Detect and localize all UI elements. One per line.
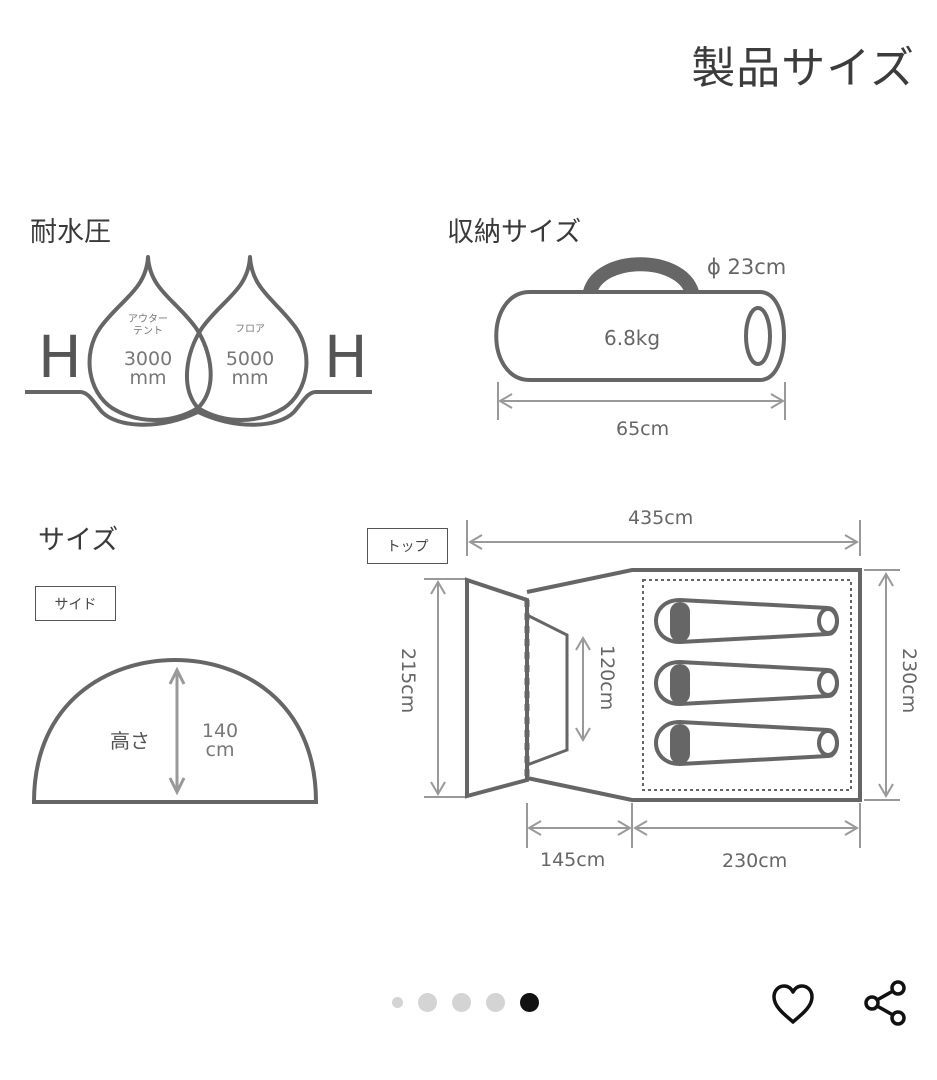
height-label: 高さ <box>110 729 150 753</box>
h-mark-right: H <box>324 323 368 391</box>
side-tag: サイド <box>35 586 116 621</box>
storage-weight: 6.8kg <box>604 326 661 350</box>
water-drops-graphic <box>25 255 372 427</box>
outer-tent-unit: mm <box>129 367 167 389</box>
carousel-dot-4[interactable] <box>486 992 505 1012</box>
outer-tent-label-line1: アウター <box>128 314 168 325</box>
carousel-dot-3[interactable] <box>452 992 471 1012</box>
floor-label: フロア <box>235 324 265 335</box>
storage-length: 65cm <box>616 418 670 440</box>
height-value-block: 140 cm <box>195 722 245 760</box>
heart-icon <box>772 984 814 1024</box>
h-mark-left: H <box>38 323 82 391</box>
outer-tent-value: 3000 <box>123 348 173 370</box>
storage-diameter: ϕ 23cm <box>707 255 787 279</box>
top-entrance-width: 120cm <box>596 645 618 711</box>
carousel-indicator <box>392 990 539 1014</box>
floor-unit: mm <box>231 367 269 389</box>
height-unit: cm <box>205 739 235 761</box>
height-value: 140 <box>201 720 239 742</box>
page-title: 製品サイズ <box>691 43 915 94</box>
size-heading: サイズ <box>38 525 119 556</box>
side-view-graphic <box>31 657 319 804</box>
floor-value-block: 5000 mm <box>210 350 290 388</box>
carousel-dot-5[interactable] <box>520 992 539 1012</box>
favorite-button[interactable] <box>768 978 818 1028</box>
carousel-dot-2[interactable] <box>418 992 437 1012</box>
floor-drop <box>185 255 309 422</box>
carousel-dot-1[interactable] <box>392 996 403 1008</box>
storage-bag-graphic <box>494 257 786 420</box>
outer-tent-label-line2: テント <box>133 326 163 337</box>
outer-tent-drop <box>87 255 213 422</box>
top-tag: トップ <box>367 528 448 564</box>
top-total-length: 435cm <box>628 507 694 529</box>
share-button[interactable] <box>860 978 910 1028</box>
top-inner-width: 230cm <box>898 648 920 714</box>
floor-value: 5000 <box>225 348 275 370</box>
outer-tent-value-block: 3000 mm <box>108 350 188 388</box>
share-icon <box>864 980 906 1026</box>
top-inner-length: 230cm <box>722 850 788 872</box>
storage-size-heading: 収納サイズ <box>447 217 582 248</box>
top-front-width: 215cm <box>397 648 419 714</box>
top-vestibule-length: 145cm <box>540 849 606 871</box>
top-view-graphic <box>424 520 900 848</box>
water-resistance-heading: 耐水圧 <box>30 217 111 248</box>
outer-tent-label: アウター テント <box>118 314 178 338</box>
